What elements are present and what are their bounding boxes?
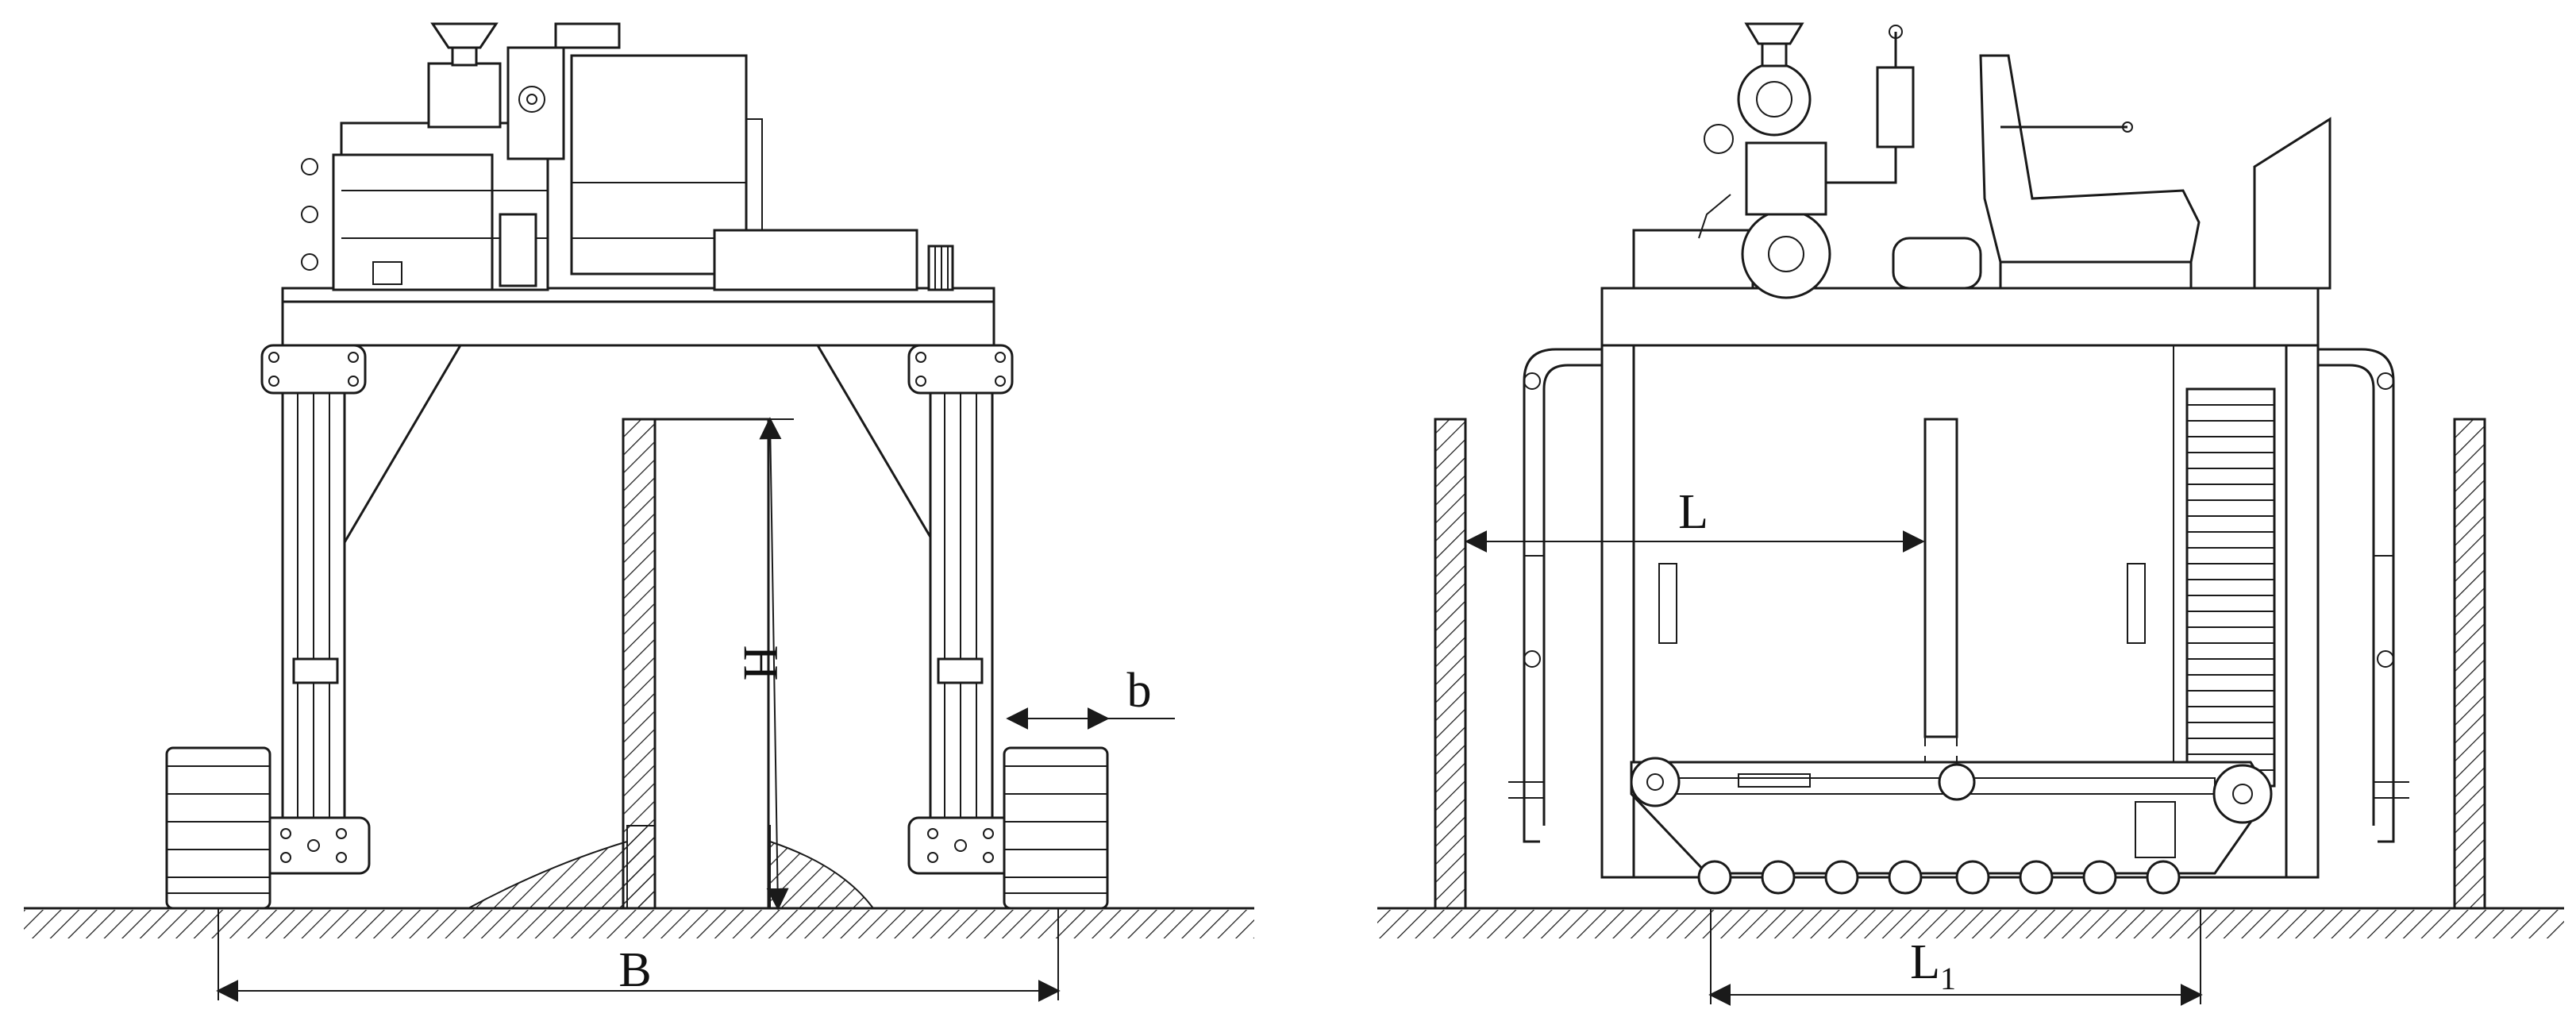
- dimension-b-small: b: [1006, 664, 1175, 730]
- side-operator-seat: [1979, 54, 2331, 290]
- dimension-l1-label: L1: [1910, 935, 1956, 996]
- front-ground: [24, 907, 1254, 938]
- front-gantry-frame: [281, 287, 995, 549]
- side-view: L L1: [1377, 22, 2564, 1006]
- side-crawler-track: [1630, 757, 2273, 895]
- dimension-b-small-label: b: [1127, 664, 1152, 718]
- front-center-wall: [622, 418, 770, 910]
- front-engine-assembly: [301, 22, 954, 291]
- front-left-leg: [256, 344, 371, 875]
- dimension-b: B: [216, 908, 1061, 1002]
- dimension-l1: L1: [1708, 908, 2203, 1006]
- dimension-l-label: L: [1678, 485, 1708, 539]
- dimension-l1-subscript: 1: [1940, 961, 1956, 996]
- dimension-b-label: B: [618, 943, 651, 997]
- side-right-arm: [2318, 348, 2409, 843]
- side-ground: [1377, 907, 2564, 938]
- side-left-arm: [1508, 348, 1602, 843]
- front-left-track: [165, 746, 271, 910]
- side-center-post: [1923, 418, 1958, 762]
- front-right-track: [1003, 746, 1109, 910]
- side-top-equipment: [1632, 22, 1982, 299]
- side-right-wall: [2453, 418, 2486, 910]
- dimension-l: L: [1465, 485, 1925, 553]
- dimension-h: H: [734, 417, 794, 911]
- side-vent-louvers: [2185, 387, 2276, 788]
- side-left-wall: [1434, 418, 1467, 910]
- dimension-h-label: H: [734, 645, 787, 681]
- front-right-leg: [907, 344, 1022, 875]
- front-view: H B b: [24, 22, 1254, 1002]
- dimension-l1-main: L: [1910, 935, 1940, 989]
